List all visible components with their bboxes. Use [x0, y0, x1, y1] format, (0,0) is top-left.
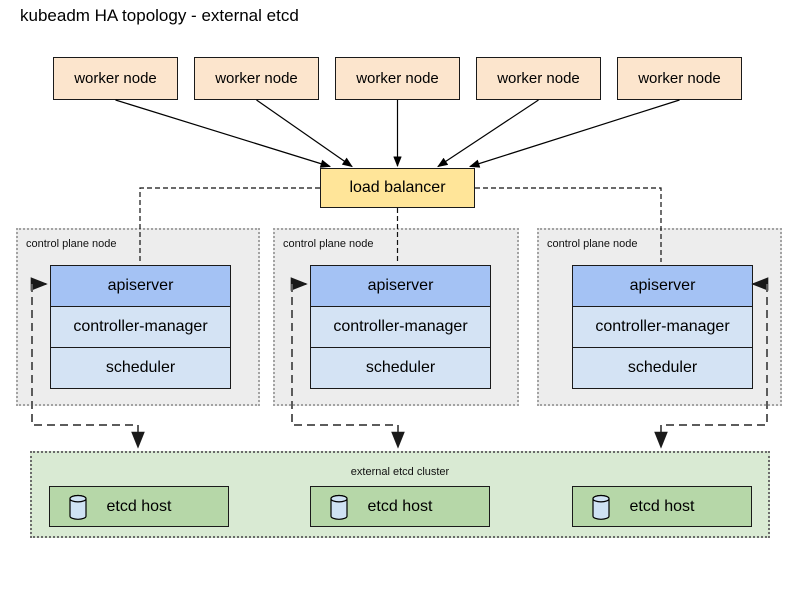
database-cylinder-icon — [69, 494, 87, 520]
controller-manager-label: controller-manager — [595, 318, 730, 335]
etcd-host-label: etcd host — [367, 497, 433, 515]
scheduler-label: scheduler — [365, 359, 436, 376]
worker-node-box: worker node — [476, 57, 601, 100]
worker-node-box: worker node — [194, 57, 319, 100]
diagram-title: kubeadm HA topology - external etcd — [20, 6, 299, 25]
scheduler-label: scheduler — [105, 359, 176, 376]
worker-node-label: worker node — [497, 70, 580, 87]
control-plane-node-box: control plane node apiserver controller-… — [537, 228, 782, 406]
controller-manager-label: controller-manager — [73, 318, 208, 335]
apiserver-box: apiserver — [50, 265, 231, 307]
worker-node-label: worker node — [215, 70, 298, 87]
control-plane-node-label: control plane node — [26, 238, 117, 250]
control-plane-node-label: control plane node — [283, 238, 374, 250]
controller-manager-box: controller-manager — [572, 306, 753, 348]
etcd-host-label: etcd host — [629, 497, 695, 515]
database-cylinder-icon — [330, 494, 348, 520]
control-plane-node-box: control plane node apiserver controller-… — [273, 228, 519, 406]
etcd-host-box: etcd host — [572, 486, 752, 527]
etcd-host-box: etcd host — [310, 486, 490, 527]
scheduler-label: scheduler — [627, 359, 698, 376]
apiserver-box: apiserver — [310, 265, 491, 307]
controller-manager-label: controller-manager — [333, 318, 468, 335]
scheduler-box: scheduler — [572, 347, 753, 389]
worker-node-label: worker node — [74, 70, 157, 87]
apiserver-label: apiserver — [107, 277, 174, 294]
worker-node-box: worker node — [53, 57, 178, 100]
external-etcd-cluster-box: external etcd cluster etcd host etcd hos… — [30, 451, 770, 538]
scheduler-box: scheduler — [50, 347, 231, 389]
external-etcd-cluster-label: external etcd cluster — [350, 466, 450, 478]
load-balancer-label: load balancer — [349, 179, 446, 196]
controller-manager-box: controller-manager — [310, 306, 491, 348]
apiserver-box: apiserver — [572, 265, 753, 307]
scheduler-box: scheduler — [310, 347, 491, 389]
controller-manager-box: controller-manager — [50, 306, 231, 348]
control-plane-component-stack: apiserver controller-manager scheduler — [572, 265, 753, 389]
control-plane-node-box: control plane node apiserver controller-… — [16, 228, 260, 406]
control-plane-component-stack: apiserver controller-manager scheduler — [50, 265, 231, 389]
worker-node-label: worker node — [356, 70, 439, 87]
worker-node-label: worker node — [638, 70, 721, 87]
etcd-host-label: etcd host — [106, 497, 172, 515]
worker-node-box: worker node — [617, 57, 742, 100]
load-balancer-box: load balancer — [320, 168, 475, 208]
apiserver-label: apiserver — [367, 277, 434, 294]
worker-to-lb-arrows — [115, 99, 680, 168]
etcd-host-box: etcd host — [49, 486, 229, 527]
control-plane-node-label: control plane node — [547, 238, 638, 250]
database-cylinder-icon — [592, 494, 610, 520]
worker-node-box: worker node — [335, 57, 460, 100]
apiserver-label: apiserver — [629, 277, 696, 294]
control-plane-component-stack: apiserver controller-manager scheduler — [310, 265, 491, 389]
